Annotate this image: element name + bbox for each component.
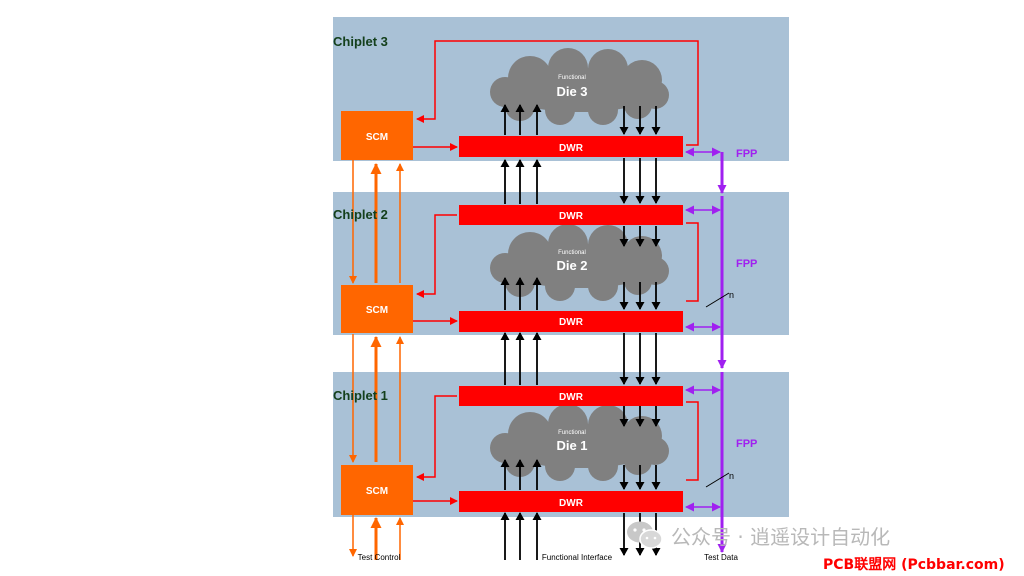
scm-block-2 bbox=[341, 285, 413, 333]
die-1-caption: Functional bbox=[558, 430, 586, 436]
dwr-block-2-bottom bbox=[459, 311, 683, 332]
functional-interface-label: Functional Interface bbox=[542, 553, 613, 562]
wechat-icon bbox=[627, 521, 663, 549]
scm-2-label: SCM bbox=[366, 305, 388, 316]
watermark-site: PCB联盟网 (Pcbbar.com) bbox=[823, 557, 1005, 573]
functional-die-1-cloud bbox=[490, 404, 669, 481]
functional-die-3-cloud bbox=[490, 48, 669, 125]
dwr-block-1-bottom bbox=[459, 491, 683, 512]
die-2-caption: Functional bbox=[558, 250, 586, 256]
scm-1-label: SCM bbox=[366, 486, 388, 497]
bus-width-slash bbox=[705, 472, 730, 488]
red-control-path bbox=[686, 401, 699, 481]
chiplet-2-label: Chiplet 2 bbox=[333, 207, 388, 222]
chiplet-3-label: Chiplet 3 bbox=[333, 34, 388, 49]
scm-block-3 bbox=[341, 111, 413, 160]
die-3-caption: Functional bbox=[558, 75, 586, 81]
chiplet-1-label: Chiplet 1 bbox=[333, 388, 388, 403]
scm-block-1 bbox=[341, 465, 413, 515]
watermark-text: 公众号 · 逍遥设计自动化 bbox=[671, 525, 891, 549]
dwr-2-top-label: DWR bbox=[559, 211, 584, 222]
dwr-1-bottom-label: DWR bbox=[559, 498, 584, 509]
red-control-path bbox=[686, 222, 699, 302]
die-1-label: Die 1 bbox=[556, 438, 587, 453]
fpp-1-label: FPP bbox=[736, 438, 757, 450]
dwr-block-1-top bbox=[459, 386, 683, 406]
fpp-3-label: FPP bbox=[736, 148, 757, 160]
fpp-2-label: FPP bbox=[736, 258, 757, 270]
scm-3-label: SCM bbox=[366, 132, 388, 143]
red-control-path bbox=[416, 40, 699, 146]
die-3-label: Die 3 bbox=[556, 84, 587, 99]
red-control-path bbox=[416, 214, 457, 298]
dwr-3-label: DWR bbox=[559, 143, 584, 154]
dwr-block-3 bbox=[459, 136, 683, 157]
bus-width-slash bbox=[705, 292, 730, 308]
dwr-1-top-label: DWR bbox=[559, 392, 584, 403]
die-2-label: Die 2 bbox=[556, 258, 587, 273]
bus-width-label: n bbox=[729, 471, 734, 481]
dwr-2-bottom-label: DWR bbox=[559, 317, 584, 328]
watermark: 公众号 · 逍遥设计自动化 PCB联盟网 (Pcbbar.com) bbox=[625, 517, 1020, 574]
bus-width-label: n bbox=[729, 290, 734, 300]
dwr-block-2-top bbox=[459, 205, 683, 225]
red-control-path bbox=[416, 395, 457, 481]
test-control-label: Test Control bbox=[358, 553, 401, 562]
test-data-label: Test Data bbox=[704, 553, 738, 562]
